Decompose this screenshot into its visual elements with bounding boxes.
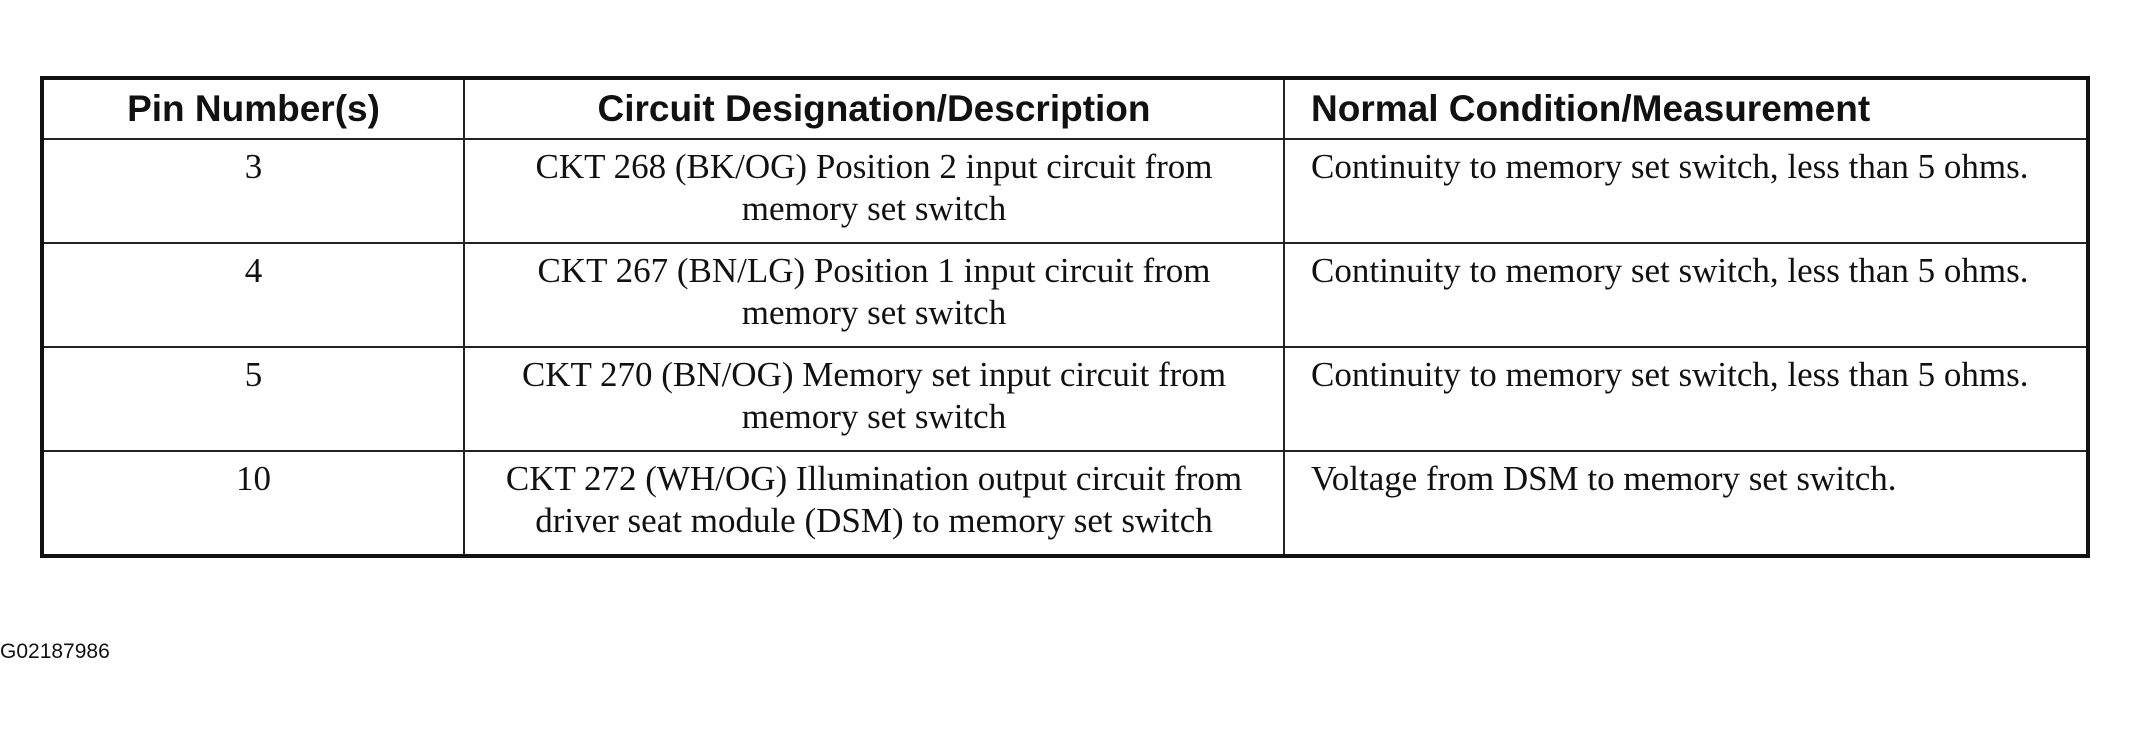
circuit-description-cell: CKT 268 (BK/OG) Position 2 input circuit… xyxy=(463,138,1285,244)
header-pin-numbers: Pin Number(s) xyxy=(41,77,465,140)
circuit-description-cell: CKT 267 (BN/LG) Position 1 input circuit… xyxy=(463,242,1285,348)
condition-cell: Continuity to memory set switch, less th… xyxy=(1283,242,2089,348)
table-header-row: Pin Number(s) Circuit Designation/Descri… xyxy=(41,77,2089,140)
pin-table-container: Pin Number(s) Circuit Designation/Descri… xyxy=(40,76,2090,558)
pin-number-cell: 5 xyxy=(41,346,465,452)
table-row: 4 CKT 267 (BN/LG) Position 1 input circu… xyxy=(41,242,2089,348)
pin-circuit-table: Pin Number(s) Circuit Designation/Descri… xyxy=(40,76,2090,558)
table-row: 10 CKT 272 (WH/OG) Illumination output c… xyxy=(41,450,2089,557)
circuit-description-cell: CKT 270 (BN/OG) Memory set input circuit… xyxy=(463,346,1285,452)
table-row: 5 CKT 270 (BN/OG) Memory set input circu… xyxy=(41,346,2089,452)
pin-number-cell: 10 xyxy=(41,450,465,557)
pin-number-cell: 4 xyxy=(41,242,465,348)
circuit-description-cell: CKT 272 (WH/OG) Illumination output circ… xyxy=(463,450,1285,557)
header-circuit-description: Circuit Designation/Description xyxy=(463,77,1285,140)
condition-cell: Voltage from DSM to memory set switch. xyxy=(1283,450,2089,557)
table-row: 3 CKT 268 (BK/OG) Position 2 input circu… xyxy=(41,138,2089,244)
figure-id-label: G02187986 xyxy=(0,640,110,663)
condition-cell: Continuity to memory set switch, less th… xyxy=(1283,138,2089,244)
condition-cell: Continuity to memory set switch, less th… xyxy=(1283,346,2089,452)
pin-number-cell: 3 xyxy=(41,138,465,244)
header-normal-condition: Normal Condition/Measurement xyxy=(1283,77,2089,140)
